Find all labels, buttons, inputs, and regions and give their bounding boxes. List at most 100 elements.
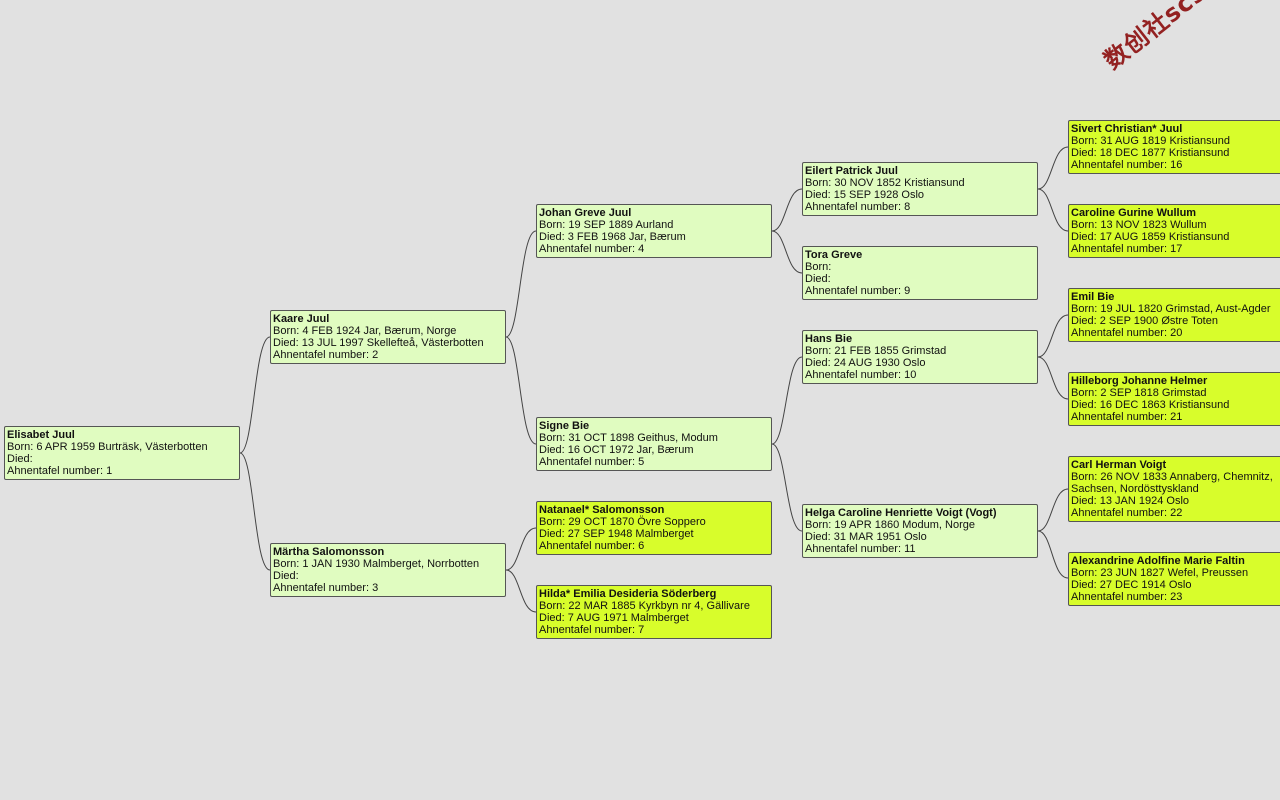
person-name: Alexandrine Adolfine Marie Faltin [1071, 555, 1245, 567]
person-card-20[interactable]: Emil Bie Born: 19 JUL 1820 Grimstad, Aus… [1068, 288, 1280, 342]
person-card-4[interactable]: Johan Greve Juul Born: 19 SEP 1889 Aurla… [536, 204, 772, 258]
person-card-21[interactable]: Hilleborg Johanne Helmer Born: 2 SEP 181… [1068, 372, 1280, 426]
person-name: Elisabet Juul [7, 429, 75, 441]
person-ahnentafel: Ahnentafel number: 5 [539, 456, 645, 468]
person-born: Born: 31 OCT 1898 Geithus, Modum [539, 432, 718, 444]
person-born: Born: 21 FEB 1855 Grimstad [805, 345, 947, 357]
person-ahnentafel: Ahnentafel number: 10 [805, 369, 917, 381]
connector-4-8 [771, 188, 803, 232]
person-died: Died: [7, 453, 33, 465]
person-died: Died: 31 MAR 1951 Oslo [805, 531, 927, 543]
person-name: Tora Greve [805, 249, 863, 261]
person-died: Died: [805, 273, 831, 285]
connector-2-4 [505, 230, 537, 338]
connector-11-22 [1037, 488, 1069, 532]
person-ahnentafel: Ahnentafel number: 21 [1071, 411, 1183, 423]
person-died: Died: 27 DEC 1914 Oslo [1071, 579, 1192, 591]
person-died: Died: [273, 570, 299, 582]
person-ahnentafel: Ahnentafel number: 6 [539, 540, 645, 552]
person-card-7[interactable]: Hilda* Emilia Desideria Söderberg Born: … [536, 585, 772, 639]
person-ahnentafel: Ahnentafel number: 20 [1071, 327, 1183, 339]
person-card-23[interactable]: Alexandrine Adolfine Marie Faltin Born: … [1068, 552, 1280, 606]
person-born: Born: 19 JUL 1820 Grimstad, Aust-Agder [1071, 303, 1271, 315]
person-died: Died: 13 JUL 1997 Skellefteå, Västerbott… [273, 337, 484, 349]
person-card-22[interactable]: Carl Herman Voigt Born: 26 NOV 1833 Anna… [1068, 456, 1280, 522]
person-ahnentafel: Ahnentafel number: 22 [1071, 507, 1183, 519]
person-born: Born: 4 FEB 1924 Jar, Bærum, Norge [273, 325, 457, 337]
person-card-1[interactable]: Elisabet Juul Born: 6 APR 1959 Burträsk,… [4, 426, 240, 480]
person-name: Hilda* Emilia Desideria Söderberg [539, 588, 717, 600]
person-died: Died: 18 DEC 1877 Kristiansund [1071, 147, 1230, 159]
person-born: Born: 19 SEP 1889 Aurland [539, 219, 674, 231]
person-card-11[interactable]: Helga Caroline Henriette Voigt (Vogt) Bo… [802, 504, 1038, 558]
person-card-5[interactable]: Signe Bie Born: 31 OCT 1898 Geithus, Mod… [536, 417, 772, 471]
person-ahnentafel: Ahnentafel number: 16 [1071, 159, 1183, 171]
person-died: Died: 17 AUG 1859 Kristiansund [1071, 231, 1230, 243]
person-name: Märtha Salomonsson [273, 546, 385, 558]
person-born: Born: 1 JAN 1930 Malmberget, Norrbotten [273, 558, 480, 570]
person-name: Sivert Christian* Juul [1071, 123, 1183, 135]
person-card-16[interactable]: Sivert Christian* Juul Born: 31 AUG 1819… [1068, 120, 1280, 174]
person-died: Died: 13 JAN 1924 Oslo [1071, 495, 1190, 507]
person-name: Hilleborg Johanne Helmer [1071, 375, 1208, 387]
person-ahnentafel: Ahnentafel number: 3 [273, 582, 379, 594]
person-name: Helga Caroline Henriette Voigt (Vogt) [805, 507, 997, 519]
connector-8-17 [1037, 188, 1069, 232]
person-name: Eilert Patrick Juul [805, 165, 898, 177]
connector-1-2 [239, 336, 271, 454]
person-ahnentafel: Ahnentafel number: 2 [273, 349, 379, 361]
connector-2-5 [505, 336, 537, 445]
person-born: Born: 30 NOV 1852 Kristiansund [805, 177, 965, 189]
person-died: Died: 27 SEP 1948 Malmberget [539, 528, 694, 540]
connector-4-9 [771, 230, 803, 274]
person-card-3[interactable]: Märtha Salomonsson Born: 1 JAN 1930 Malm… [270, 543, 506, 597]
person-name: Emil Bie [1071, 291, 1115, 303]
person-ahnentafel: Ahnentafel number: 17 [1071, 243, 1183, 255]
person-ahnentafel: Ahnentafel number: 4 [539, 243, 645, 255]
person-ahnentafel: Ahnentafel number: 11 [805, 543, 916, 555]
person-died: Died: 24 AUG 1930 Oslo [805, 357, 926, 369]
person-ahnentafel: Ahnentafel number: 1 [7, 465, 113, 477]
person-born: Born: 29 OCT 1870 Övre Soppero [539, 516, 706, 528]
connector-3-6 [505, 527, 537, 571]
person-died: Died: 16 DEC 1863 Kristiansund [1071, 399, 1230, 411]
connector-3-7 [505, 569, 537, 613]
connector-8-16 [1037, 146, 1069, 190]
person-died: Died: 15 SEP 1928 Oslo [805, 189, 925, 201]
person-born: Born: 31 AUG 1819 Kristiansund [1071, 135, 1230, 147]
person-died: Died: 16 OCT 1972 Jar, Bærum [539, 444, 694, 456]
person-card-6[interactable]: Natanael* Salomonsson Born: 29 OCT 1870 … [536, 501, 772, 555]
person-card-8[interactable]: Eilert Patrick Juul Born: 30 NOV 1852 Kr… [802, 162, 1038, 216]
person-born: Born: 22 MAR 1885 Kyrkbyn nr 4, Gällivar… [539, 600, 750, 612]
person-born: Born: 26 NOV 1833 Annaberg, Chemnitz, [1071, 471, 1273, 483]
person-card-9[interactable]: Tora Greve Born: Died: Ahnentafel number… [802, 246, 1038, 300]
person-born-continued: Sachsen, Nordösttyskland [1071, 483, 1199, 495]
person-card-10[interactable]: Hans Bie Born: 21 FEB 1855 Grimstad Died… [802, 330, 1038, 384]
person-born: Born: 19 APR 1860 Modum, Norge [805, 519, 975, 531]
person-name: Natanael* Salomonsson [539, 504, 665, 516]
person-ahnentafel: Ahnentafel number: 23 [1071, 591, 1183, 603]
person-ahnentafel: Ahnentafel number: 8 [805, 201, 911, 213]
person-born: Born: 6 APR 1959 Burträsk, Västerbotten [7, 441, 208, 453]
connector-5-11 [771, 443, 803, 532]
person-name: Signe Bie [539, 420, 590, 432]
person-died: Died: 2 SEP 1900 Østre Toten [1071, 315, 1218, 327]
person-name: Johan Greve Juul [539, 207, 632, 219]
connector-10-21 [1037, 356, 1069, 400]
person-name: Caroline Gurine Wullum [1071, 207, 1197, 219]
person-card-2[interactable]: Kaare Juul Born: 4 FEB 1924 Jar, Bærum, … [270, 310, 506, 364]
connector-1-3 [239, 452, 271, 571]
person-name: Hans Bie [805, 333, 853, 345]
person-died: Died: 7 AUG 1971 Malmberget [539, 612, 689, 624]
person-ahnentafel: Ahnentafel number: 9 [805, 285, 911, 297]
person-ahnentafel: Ahnentafel number: 7 [539, 624, 645, 636]
person-card-17[interactable]: Caroline Gurine Wullum Born: 13 NOV 1823… [1068, 204, 1280, 258]
person-died: Died: 3 FEB 1968 Jar, Bærum [539, 231, 686, 243]
person-name: Kaare Juul [273, 313, 330, 325]
person-born: Born: [805, 261, 832, 273]
connector-5-10 [771, 356, 803, 445]
person-born: Born: 23 JUN 1827 Wefel, Preussen [1071, 567, 1249, 579]
person-name: Carl Herman Voigt [1071, 459, 1167, 471]
